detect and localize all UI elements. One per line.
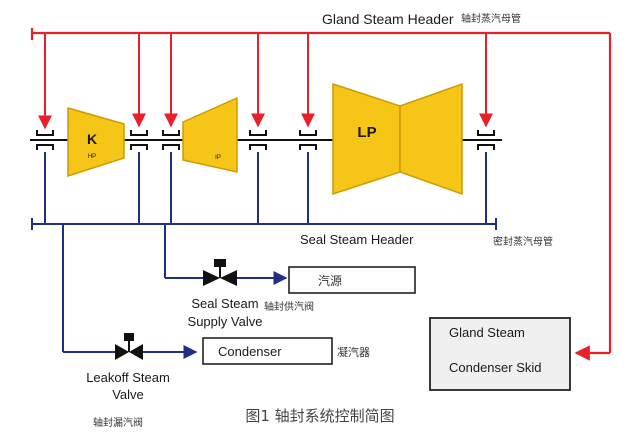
turbine-k-hp: K HP [67, 107, 125, 178]
seal-supply-valve-cn-label: 轴封供汽阀 [264, 300, 314, 313]
condenser-cn-label: 凝汽器 [337, 345, 370, 359]
condenser-box: Condenser [202, 337, 333, 365]
figure-caption: 图1 轴封系统控制简图 [245, 407, 395, 425]
gland-header-label: Gland Steam Header [322, 11, 454, 27]
shaft-seal-3 [162, 130, 180, 150]
leakoff-valve-label-1: Leakoff Steam [86, 370, 170, 385]
shaft-seal-5 [299, 130, 317, 150]
turbine-k-label: K [87, 131, 97, 147]
gland-steam-header [30, 28, 612, 361]
turbine-lp-label: LP [357, 124, 376, 141]
steam-source-box: 汽源 [288, 266, 416, 294]
seal-steam-supply-valve[interactable] [203, 259, 237, 286]
leakoff-valve-label-2: Valve [112, 387, 144, 402]
skid-label-line2: Condenser Skid [449, 360, 542, 375]
condenser-label: Condenser [218, 344, 282, 359]
leakoff-steam-valve[interactable] [115, 333, 143, 360]
turbine-ip: IP [182, 96, 238, 173]
seal-supply-valve-label-2: Supply Valve [188, 314, 263, 329]
turbine-ip-label: IP [215, 155, 221, 161]
steam-source-label: 汽源 [318, 273, 342, 288]
seal-steam-header [31, 152, 497, 359]
shaft-seals [36, 130, 495, 150]
seal-header-cn-label: 密封蒸汽母管 [493, 235, 553, 248]
gland-header-cn-label: 轴封蒸汽母管 [461, 12, 521, 25]
seal-header-label: Seal Steam Header [300, 232, 414, 247]
seal-supply-valve-label-1: Seal Steam [191, 296, 258, 311]
turbine-lp: LP [332, 82, 463, 196]
shaft-seal-6 [477, 130, 495, 150]
shaft-seal-1 [36, 130, 54, 150]
shaft-seal-4 [249, 130, 267, 150]
turbine-hp-label: HP [88, 154, 96, 160]
gland-steam-condenser-skid: Gland Steam Condenser Skid [429, 317, 571, 391]
skid-label-line1: Gland Steam [449, 325, 525, 340]
shaft-seal-2 [130, 130, 148, 150]
leakoff-valve-cn-label: 轴封漏汽阀 [93, 416, 143, 429]
